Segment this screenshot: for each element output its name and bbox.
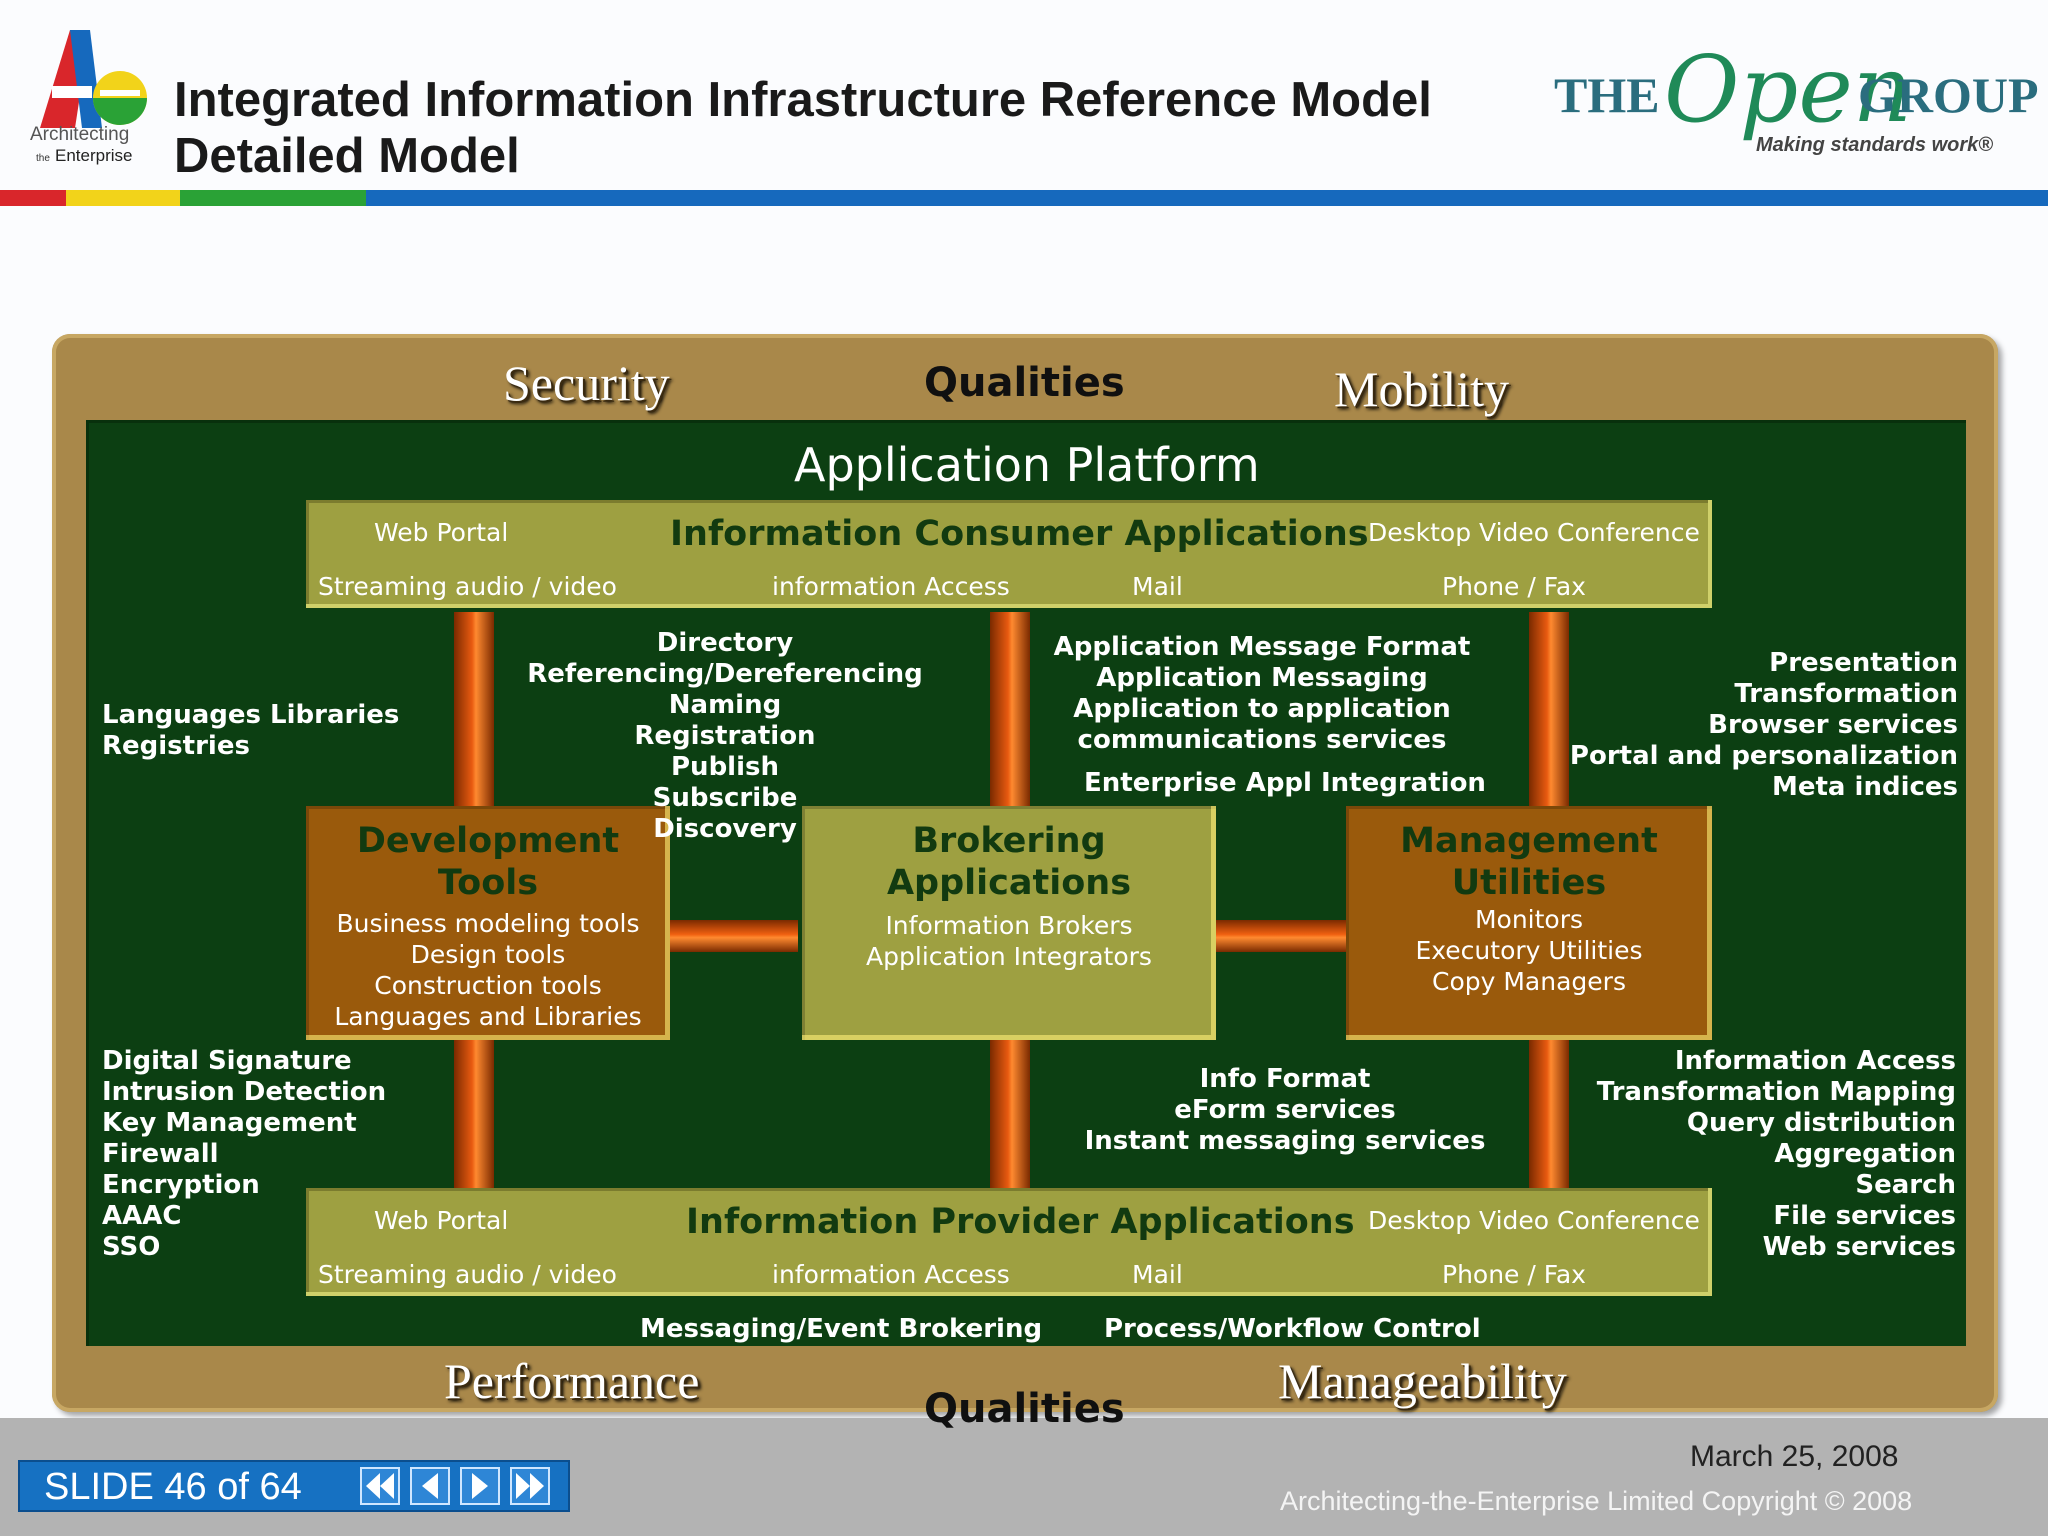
consumer-web-portal: Web Portal <box>374 518 509 547</box>
quality-mobility: Mobility <box>1334 361 1510 417</box>
quality-manageability: Manageability <box>1278 1353 1567 1409</box>
application-messaging-text: Application Message Format Application M… <box>1053 632 1471 755</box>
brokering-applications-box: Brokering Applications Information Broke… <box>802 806 1216 1040</box>
logo-text-the: the <box>36 153 50 164</box>
provider-bar-title: Information Provider Applications <box>686 1202 1355 1242</box>
consumer-streaming: Streaming audio / video <box>318 572 617 601</box>
provider-video-conference: Desktop Video Conference <box>1368 1206 1700 1235</box>
connector-mgmt-bottom <box>1529 1040 1569 1192</box>
logo-text-architecting: Architecting <box>30 124 130 145</box>
consumer-video-conference: Desktop Video Conference <box>1368 518 1700 547</box>
chevron-left-icon <box>422 1473 438 1499</box>
presentation-services-text: Presentation Transformation Browser serv… <box>1569 648 1958 802</box>
management-utilities-box: Management Utilities Monitors Executory … <box>1346 806 1712 1040</box>
quality-label-bottom: Qualities <box>924 1386 1125 1432</box>
slide-date: March 25, 2008 <box>1690 1440 1899 1473</box>
open-group-the: THE <box>1554 67 1660 123</box>
connector-broker-top <box>990 612 1030 806</box>
provider-web-portal: Web Portal <box>374 1206 509 1235</box>
connector-dev-top <box>454 612 494 806</box>
slide-counter: SLIDE 46 of 64 <box>44 1466 302 1508</box>
stripe-blue <box>366 190 2048 206</box>
enterprise-integration-text: Enterprise Appl Integration <box>1084 768 1486 798</box>
previous-slide-button[interactable] <box>410 1467 450 1505</box>
consumer-mail: Mail <box>1132 572 1183 601</box>
messaging-event-brokering-text: Messaging/Event Brokering <box>640 1314 1043 1344</box>
stripe-red <box>0 190 66 206</box>
page-title-line2: Detailed Model <box>174 129 520 183</box>
double-chevron-left-icon <box>366 1473 394 1499</box>
first-slide-button[interactable] <box>360 1467 400 1505</box>
consumer-info-access: information Access <box>772 572 1010 601</box>
provider-streaming: Streaming audio / video <box>318 1260 617 1289</box>
consumer-applications-bar: Web Portal Information Consumer Applicat… <box>306 500 1712 608</box>
languages-libraries-text: Languages Libraries Registries <box>102 700 400 761</box>
management-utilities-title: Management Utilities <box>1400 821 1658 903</box>
quality-label-top: Qualities <box>924 360 1125 406</box>
provider-info-access: information Access <box>772 1260 1010 1289</box>
copyright-text: Architecting-the-Enterprise Limited Copy… <box>1280 1486 1913 1516</box>
open-group-open: Open <box>1664 36 1913 143</box>
chevron-right-icon <box>472 1473 488 1499</box>
stripe-green <box>180 190 366 206</box>
architecting-the-enterprise-logo: Architecting the Enterprise <box>30 28 150 168</box>
development-tools-title: Development Tools <box>356 821 620 903</box>
quality-security: Security <box>503 355 670 411</box>
stripe-yellow <box>66 190 180 206</box>
provider-mail: Mail <box>1132 1260 1183 1289</box>
management-utilities-items: Monitors Executory Utilities Copy Manage… <box>1415 905 1643 996</box>
consumer-phone-fax: Phone / Fax <box>1442 572 1586 601</box>
open-group-logo: THE Open GROUP Making standards work® <box>1550 36 2039 164</box>
connector-mgmt-top <box>1529 612 1569 806</box>
open-group-group: GROUP <box>1858 67 2039 123</box>
development-tools-box: Development Tools Business modeling tool… <box>306 806 670 1040</box>
logo-text-enterprise: Enterprise <box>55 146 133 165</box>
platform-title: Application Platform <box>794 438 1260 492</box>
double-chevron-right-icon <box>516 1473 544 1499</box>
provider-phone-fax: Phone / Fax <box>1442 1260 1586 1289</box>
quality-performance: Performance <box>444 1353 700 1409</box>
connector-dev-bottom <box>454 1040 494 1192</box>
development-tools-items: Business modeling tools Design tools Con… <box>334 909 642 1031</box>
process-workflow-text: Process/Workflow Control <box>1104 1314 1481 1344</box>
consumer-bar-title: Information Consumer Applications <box>670 514 1369 554</box>
security-services-text: Digital Signature Intrusion Detection Ke… <box>102 1046 387 1262</box>
connector-broker-bottom <box>990 1040 1030 1192</box>
connector-broker-mgmt <box>1212 920 1346 952</box>
connector-dev-broker <box>666 920 798 952</box>
provider-applications-bar: Web Portal Information Provider Applicat… <box>306 1188 1712 1296</box>
info-format-text: Info Format eForm services Instant messa… <box>1084 1064 1486 1156</box>
header-color-stripe <box>0 190 2048 206</box>
page-title-line1: Integrated Information Infrastructure Re… <box>174 73 1432 127</box>
slide-navigation: SLIDE 46 of 64 <box>18 1460 570 1512</box>
last-slide-button[interactable] <box>510 1467 550 1505</box>
open-group-tagline: Making standards work® <box>1756 134 1994 156</box>
brokering-applications-items: Information Brokers Application Integrat… <box>866 911 1152 971</box>
directory-services-text: Directory Referencing/Dereferencing Nami… <box>527 628 923 844</box>
next-slide-button[interactable] <box>460 1467 500 1505</box>
information-access-text: Information Access Transformation Mappin… <box>1596 1046 1956 1262</box>
brokering-applications-title: Brokering Applications <box>886 821 1132 903</box>
